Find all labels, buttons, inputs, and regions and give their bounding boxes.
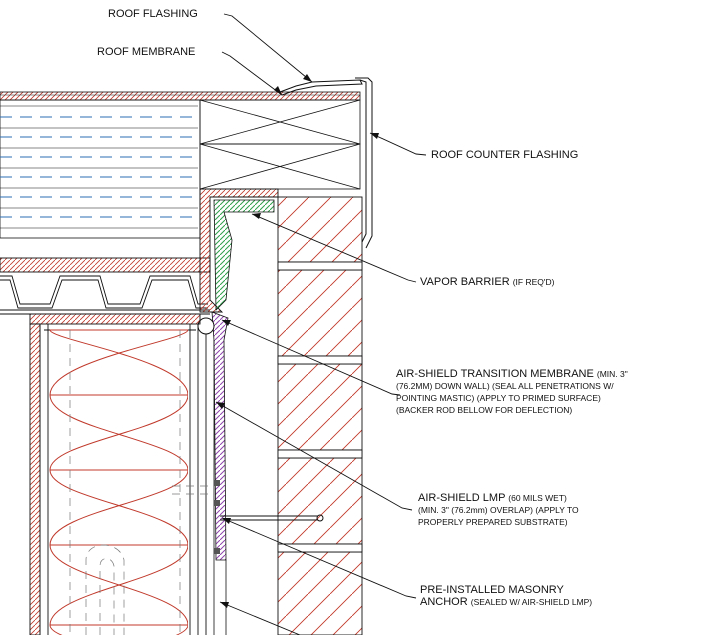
leader-arrowheads [216, 74, 379, 608]
label-air-shield-lmp-line3: PROPERLY PREPARED SUBSTRATE) [418, 517, 568, 527]
label-air-shield-transition: AIR-SHIELD TRANSITION MEMBRANE (MIN. 3" … [396, 368, 628, 416]
label-vapor-barrier-note: (IF REQ'D) [512, 277, 555, 287]
label-vapor-barrier: VAPOR BARRIER (IF REQ'D) [420, 276, 554, 288]
label-masonry-anchor-note: (SEALED W/ AIR-SHIELD LMP) [470, 597, 593, 607]
label-masonry-anchor-main1: PRE-INSTALLED MASONRY [420, 584, 564, 596]
label-masonry-anchor-main2: ANCHOR [420, 596, 468, 608]
label-masonry-anchor: PRE-INSTALLED MASONRY ANCHOR (SEALED W/ … [420, 584, 592, 608]
roof-flashing-metal [279, 77, 373, 249]
label-air-shield-transition-line2: (76.2MM) DOWN WALL) (SEAL ALL PENETRATIO… [396, 381, 614, 391]
label-roof-counter-flashing: ROOF COUNTER FLASHING [431, 149, 579, 161]
roof-insulation [0, 99, 201, 239]
steel-edge-angle [199, 188, 279, 313]
label-vapor-barrier-main: VAPOR BARRIER [420, 276, 510, 288]
stud-wall-framing [29, 313, 207, 635]
label-air-shield-lmp: AIR-SHIELD LMP (60 MILS WET) (MIN. 3" (7… [418, 492, 579, 528]
label-air-shield-transition-line3: POINTING MASTIC) (APPLY TO PRIMED SURFAC… [396, 393, 601, 403]
label-air-shield-lmp-line2: (MIN. 3" (76.2mm) OVERLAP) (APPLY TO [418, 505, 579, 515]
label-air-shield-lmp-main: AIR-SHIELD LMP [418, 492, 506, 504]
leader-lines [215, 13, 427, 635]
label-air-shield-transition-main: AIR-SHIELD TRANSITION MEMBRANE [396, 368, 594, 380]
label-air-shield-transition-note: (MIN. 3" [596, 369, 628, 379]
masonry-anchor-tie [220, 514, 324, 522]
label-roof-flashing: ROOF FLASHING [108, 8, 198, 20]
sheathing-fasteners [214, 480, 220, 554]
batt-insulation [49, 329, 188, 635]
roof-membrane-layer [0, 91, 361, 101]
hidden-stud-lines [69, 330, 214, 635]
masonry-veneer [277, 196, 363, 635]
label-air-shield-lmp-note: (60 MILS WET) [508, 493, 567, 503]
label-roof-membrane: ROOF MEMBRANE [97, 46, 196, 58]
vapor-barrier-layer [213, 199, 275, 311]
label-air-shield-transition-line4: (BACKER ROD BELLOW FOR DEFLECTION) [396, 405, 573, 415]
air-shield-membrane-layer [211, 311, 229, 635]
metal-deck [0, 257, 211, 315]
wood-blocking [199, 99, 361, 190]
